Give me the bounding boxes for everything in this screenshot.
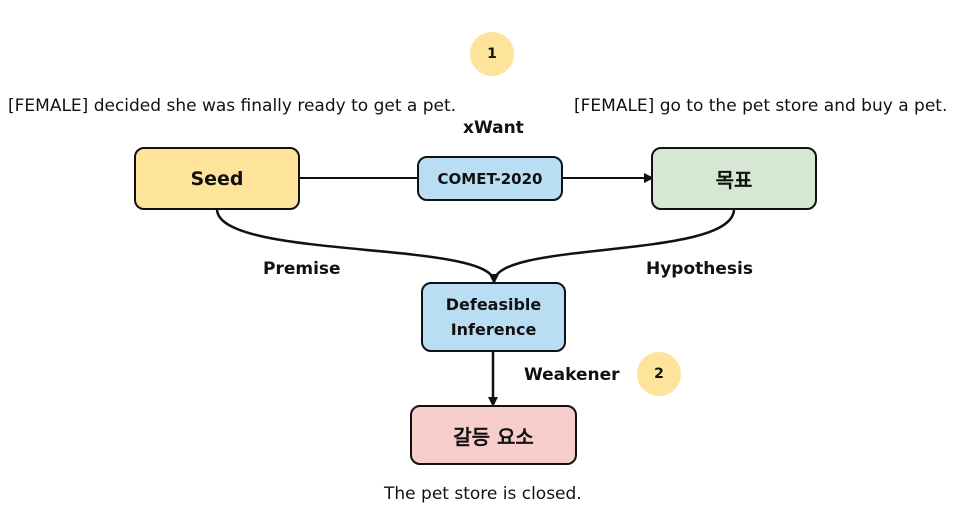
- conflict-node: 갈등 요소: [410, 405, 577, 465]
- step-badge-1-label: 1: [487, 46, 497, 62]
- comet-node-label: COMET-2020: [437, 169, 543, 188]
- seed-node-label: Seed: [190, 167, 244, 190]
- conflict-node-label: 갈등 요소: [453, 424, 534, 449]
- step-badge-2-label: 2: [654, 366, 664, 382]
- edge-goal-hypothesis: [489, 208, 736, 284]
- goal-sentence: [FEMALE] go to the pet store and buy a p…: [574, 96, 948, 116]
- comet-node: COMET-2020: [417, 156, 563, 201]
- goal-node: 목표: [651, 147, 817, 210]
- defeasible-inference-label-line1: Defeasible: [445, 295, 542, 314]
- goal-node-label: 목표: [715, 168, 753, 192]
- edge-label-premise: Premise: [263, 259, 341, 279]
- seed-sentence: [FEMALE] decided she was finally ready t…: [8, 96, 457, 116]
- step-badge-2: 2: [637, 352, 681, 396]
- defeasible-inference-node: Defeasible Inference: [421, 282, 566, 352]
- defeasible-inference-label-line2: Inference: [450, 320, 537, 339]
- step-badge-1: 1: [470, 32, 514, 76]
- edge-label-hypothesis: Hypothesis: [646, 259, 753, 279]
- edge-label-xwant: xWant: [463, 118, 524, 138]
- edge-label-weakener: Weakener: [524, 365, 620, 385]
- seed-node: Seed: [134, 147, 300, 210]
- edge-seed-premise: [215, 208, 499, 284]
- conflict-sentence: The pet store is closed.: [384, 484, 582, 504]
